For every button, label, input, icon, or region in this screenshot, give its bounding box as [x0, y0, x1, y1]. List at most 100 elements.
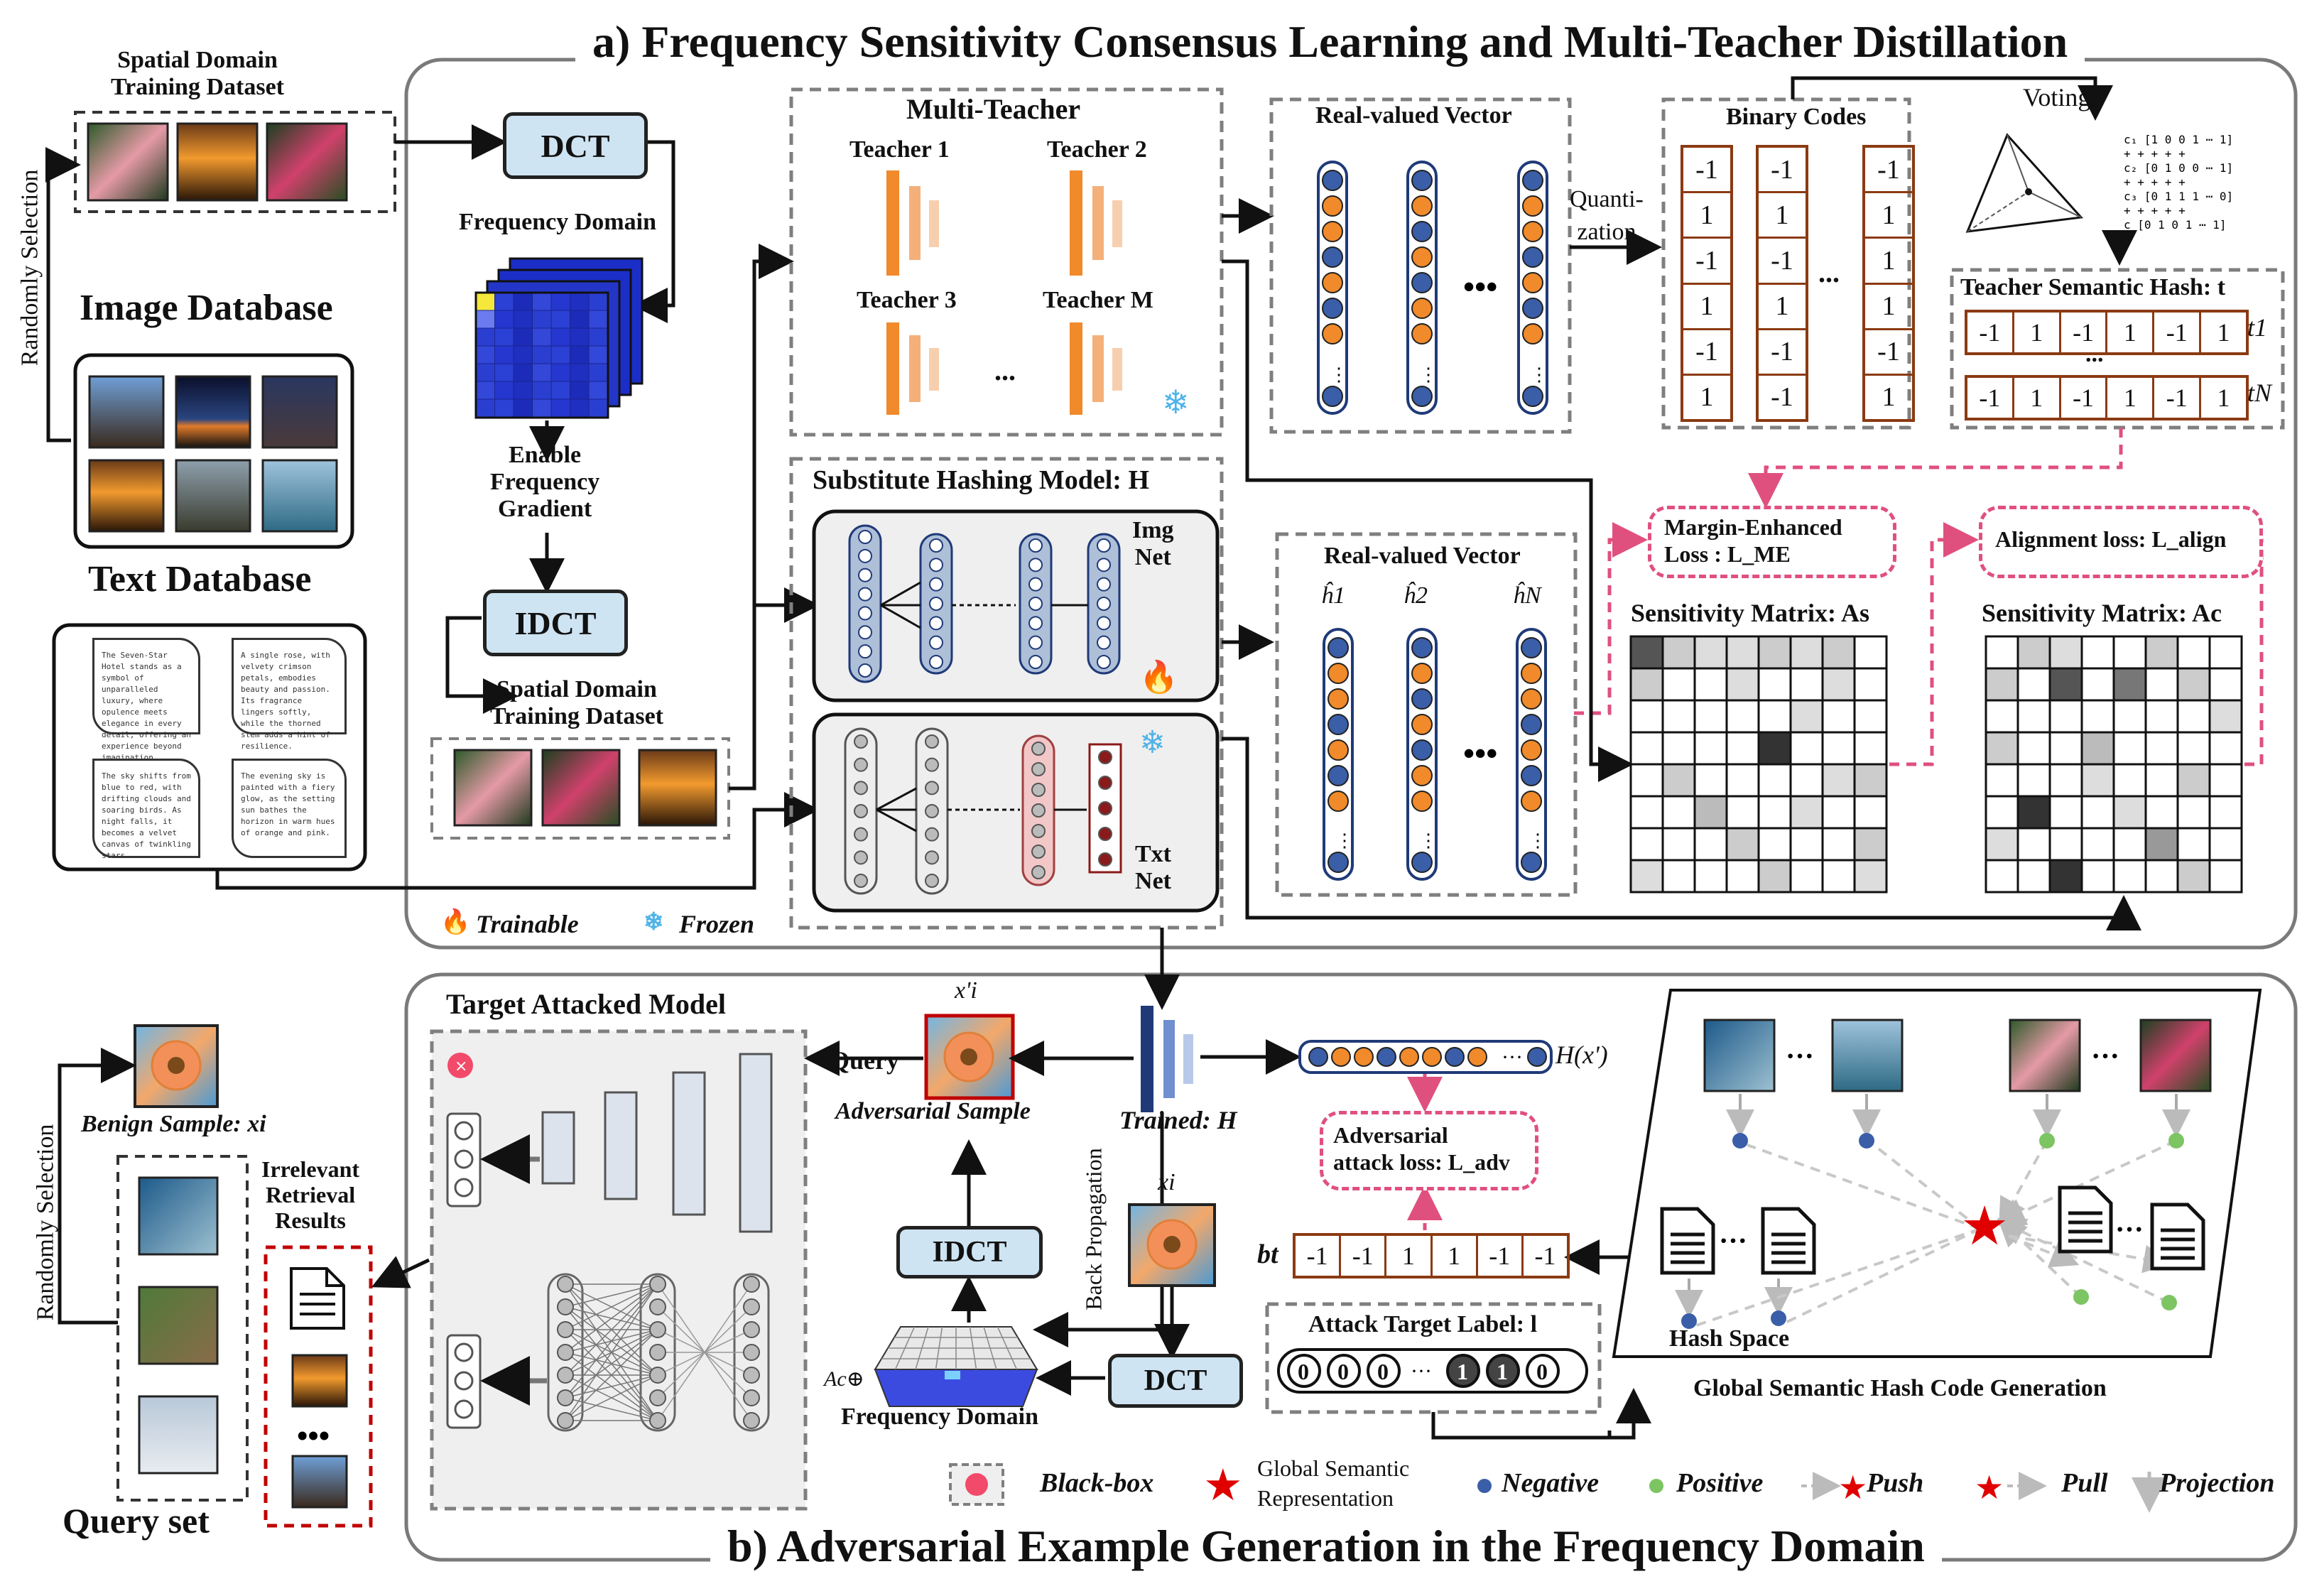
txt-net-layers — [844, 727, 1122, 895]
img-net-node — [858, 663, 872, 678]
txt-net-node — [1031, 824, 1046, 838]
img-net-node — [858, 606, 872, 621]
vector-node — [1411, 663, 1433, 684]
img-net-node — [1028, 635, 1043, 650]
svg-text:★: ★ — [1838, 1470, 1867, 1506]
doc-ellipsis: ··· — [1719, 1225, 1747, 1256]
hash-cell: -1 — [1967, 313, 2014, 352]
label-digit-ellipsis: ··· — [1411, 1359, 1432, 1383]
matrix-cell — [1853, 667, 1888, 702]
svg-text:c [0 1 0 1 ⋯ 1]: c [0 1 0 1 ⋯ 1] — [2124, 218, 2227, 232]
matrix-cell — [2176, 763, 2211, 798]
binary-cell: -1 — [1683, 148, 1730, 194]
matrix-cell — [2176, 859, 2211, 894]
hash-cell: -1 — [2061, 313, 2108, 352]
freq-cell — [532, 381, 552, 400]
negative-node — [1732, 1133, 1748, 1149]
vector-node — [1522, 272, 1543, 293]
vector-node — [1411, 298, 1433, 319]
target-edge — [657, 1283, 752, 1421]
matrix-cell — [2112, 827, 2147, 862]
fire-legend-icon: 🔥 — [440, 909, 471, 935]
img-net-node — [1028, 597, 1043, 611]
random-selection-label-a: Randomly Selection — [16, 169, 43, 367]
teacher-m-bars — [1070, 322, 1122, 415]
flower-center — [960, 1048, 977, 1065]
matrix-cell — [1725, 731, 1760, 766]
matrix-cell — [1693, 635, 1728, 670]
matrix-cell — [2080, 763, 2115, 798]
label-digit-text: 1 — [1497, 1359, 1508, 1384]
matrix-cell — [1789, 795, 1824, 830]
matrix-cell — [1757, 827, 1792, 862]
matrix-cell — [2112, 763, 2147, 798]
matrix-cell — [2208, 859, 2243, 894]
margin-loss-label: Margin-Enhanced Loss : L_ME — [1664, 514, 1842, 567]
matrix-cell — [2176, 699, 2211, 734]
vector-dots: ⋮ — [1419, 364, 1438, 385]
matrix-cell — [1693, 699, 1728, 734]
vector-node — [1411, 386, 1433, 407]
matrix-cell — [1821, 859, 1856, 894]
matrix-cell — [1789, 699, 1824, 734]
label-digit-text: 0 — [1536, 1359, 1548, 1384]
label-digit-circle — [1526, 1354, 1560, 1388]
real-vector-label-top: Real-valued Vector — [1315, 102, 1512, 129]
matrix-cell — [1629, 699, 1664, 734]
binary-cell: -1 — [1683, 330, 1730, 376]
bt-cell: 1 — [1386, 1236, 1433, 1276]
hash-cell: -1 — [2154, 313, 2202, 352]
freq-cell — [588, 381, 608, 400]
img-net-node — [1028, 616, 1043, 631]
legend-projection: Projection — [2159, 1468, 2275, 1498]
vector-node — [1522, 386, 1543, 407]
matrix-cell — [1757, 667, 1792, 702]
vector-node — [1322, 221, 1343, 242]
hx-node — [1467, 1047, 1487, 1067]
freq-cell — [494, 398, 514, 418]
vector-node — [1328, 663, 1349, 684]
binary-codes-box — [1661, 97, 1911, 430]
label-digit-circle — [1486, 1354, 1520, 1388]
img-net-node — [1097, 538, 1111, 553]
text-doc-4: The evening sky is painted with a fiery … — [232, 759, 347, 858]
dct-box-b: DCT — [1108, 1354, 1243, 1408]
vector-node — [1411, 170, 1433, 191]
vector-node — [1521, 739, 1542, 761]
matrix-cell — [1693, 827, 1728, 862]
binary-cell: -1 — [1865, 330, 1912, 376]
txt-net-node — [854, 827, 868, 842]
freq-cell — [588, 310, 608, 329]
teacher-3-bars — [886, 322, 939, 415]
target-node — [557, 1276, 574, 1293]
matrix-cell — [1661, 635, 1696, 670]
arrow-dct-to-freq — [632, 140, 675, 323]
vector-node — [1411, 739, 1433, 761]
txt-net-node — [1031, 783, 1046, 797]
vector-dots: ⋮ — [1335, 830, 1354, 851]
img-net-node — [1028, 558, 1043, 572]
matrix-cell — [1661, 731, 1696, 766]
txt-net-node — [1098, 827, 1112, 841]
doc-icon — [2150, 1203, 2205, 1271]
rose-image — [87, 122, 169, 202]
frequency-grid-stack — [474, 257, 644, 419]
vector-node — [1411, 195, 1433, 217]
back-propagation-label: Back Propagation — [1080, 1148, 1107, 1310]
snowflake-icon: ❄ — [1162, 384, 1190, 420]
pink-rose-image — [266, 122, 348, 202]
teacher-hash-box — [1950, 268, 2285, 430]
vector-node — [1328, 739, 1349, 761]
svg-text:★: ★ — [1975, 1470, 2004, 1506]
snowflake-icon-2: ❄ — [1139, 725, 1166, 760]
sensitivity-s-label: Sensitivity Matrix: As — [1631, 599, 1869, 627]
matrix-cell — [2176, 827, 2211, 862]
freq-cell — [475, 292, 495, 311]
img-net-node — [1097, 577, 1111, 592]
matrix-cell — [2208, 827, 2243, 862]
matrix-cell — [1725, 635, 1760, 670]
positive-node — [2168, 1133, 2184, 1149]
matrix-cell — [2016, 859, 2051, 894]
substitute-model-label: Substitute Hashing Model: H — [813, 465, 1150, 495]
